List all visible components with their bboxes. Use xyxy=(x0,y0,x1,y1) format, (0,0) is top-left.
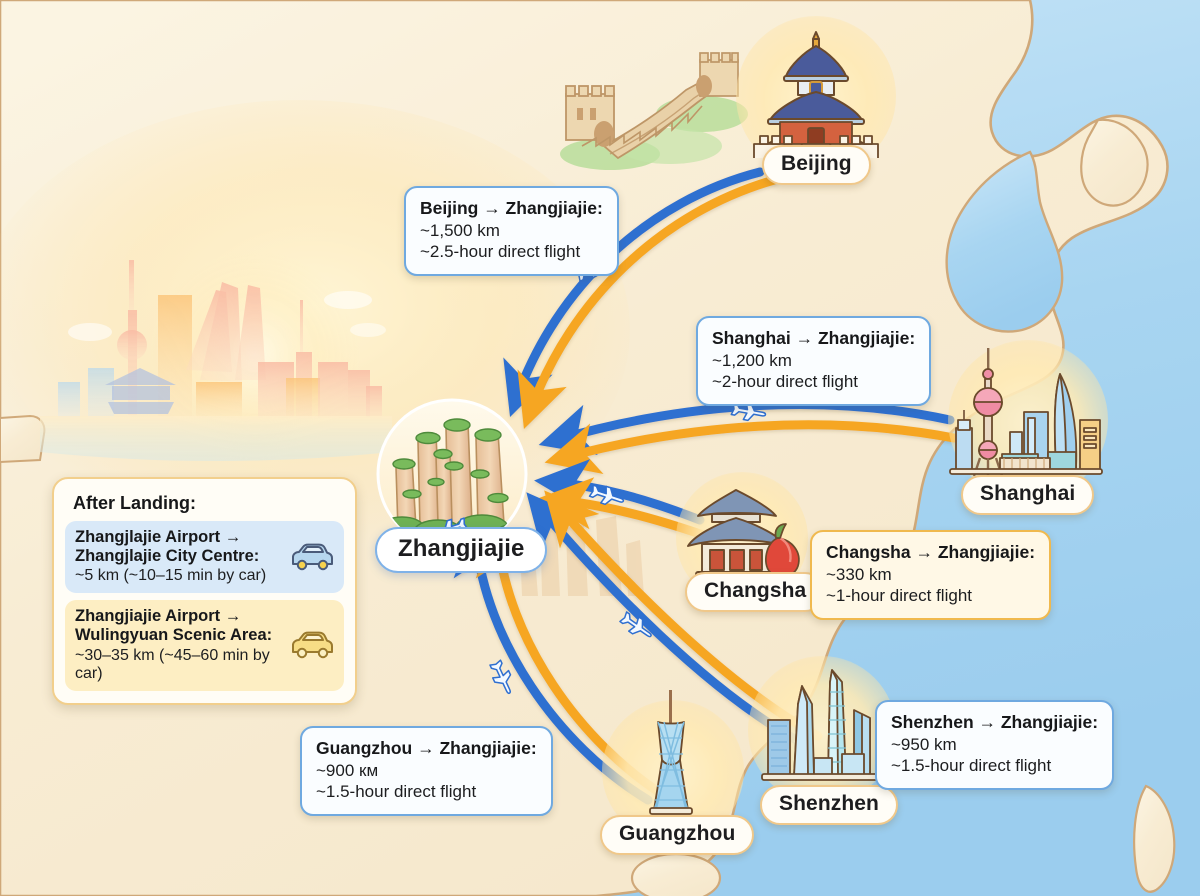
route-callout-changsha[interactable]: Changsha → Zhangjiajie: ~330 km ~1-hour … xyxy=(810,530,1052,620)
blue-car-icon xyxy=(292,543,333,571)
after-landing-heading: After Landing: xyxy=(73,493,196,513)
route-title-shenzhen: Shenzhen → Zhangjiajie: xyxy=(891,712,1099,732)
city-label-guangzhou: Guangzhou xyxy=(619,822,736,845)
route-duration-changsha: ~1-hour direct flight xyxy=(826,586,972,606)
route-callout-beijing[interactable]: Beijing → Zhangjiajie: ~1,500 km ~2.5-ho… xyxy=(404,186,619,276)
al-city-centre-line2: Zhangjlajie City Centre: xyxy=(75,547,260,566)
route-title-shanghai: Shanghai → Zhangjiajie: xyxy=(712,328,916,348)
al-city-centre-line1: Zhangjlajie Airport → xyxy=(75,528,242,546)
airplane-icon xyxy=(617,608,657,644)
route-duration-shanghai: ~2-hour direct flight xyxy=(712,372,858,392)
airplane-icon xyxy=(587,481,627,511)
route-distance-beijing: ~1,500 km xyxy=(420,221,500,241)
city-pill-shenzhen[interactable]: Shenzhen xyxy=(760,785,898,825)
route-title-guangzhou: Guangzhou → Zhangjiajie: xyxy=(316,738,537,758)
route-distance-changsha: ~330 km xyxy=(826,565,892,585)
city-label-shanghai: Shanghai xyxy=(980,482,1076,505)
city-label-shenzhen: Shenzhen xyxy=(779,792,879,815)
city-label-beijing: Beijing xyxy=(781,152,852,175)
route-duration-shenzhen: ~1.5-hour direct flight xyxy=(891,756,1052,776)
city-pill-shanghai[interactable]: Shanghai xyxy=(961,475,1095,515)
city-label-changsha: Changsha xyxy=(704,579,807,602)
after-landing-row-city-centre[interactable]: Zhangjlajie Airport → Zhangjlajie City C… xyxy=(65,521,344,594)
al-city-centre-detail: ~5 km (~10–15 min by car) xyxy=(75,567,267,585)
route-duration-guangzhou: ~1.5-hour direct flight xyxy=(316,782,477,802)
route-callout-shenzhen[interactable]: Shenzhen → Zhangjiajie: ~950 km ~1.5-hou… xyxy=(875,700,1115,790)
al-wulingyuan-line1: Zhangjiajie Airport → xyxy=(75,607,242,626)
city-pill-changsha[interactable]: Changsha xyxy=(685,572,826,612)
route-distance-guangzhou: ~900 км xyxy=(316,761,379,781)
route-callout-guangzhou[interactable]: Guangzhou → Zhangjiajie: ~900 км ~1.5-ho… xyxy=(300,726,553,816)
city-label-zhangjiajie: Zhangjiajie xyxy=(398,535,525,562)
route-callout-shanghai[interactable]: Shanghai → Zhangjiajie: ~1,200 km ~2-hou… xyxy=(696,316,932,406)
yellow-car-icon xyxy=(292,631,333,659)
airplane-icon xyxy=(486,658,519,698)
al-wulingyuan-detail: ~30–35 km (~45–60 min by car) xyxy=(75,646,270,682)
route-title-changsha: Changsha → Zhangjiajie: xyxy=(826,542,1036,562)
route-distance-shenzhen: ~950 km xyxy=(891,735,957,755)
route-title-beijing: Beijing → Zhangjiajie: xyxy=(420,198,603,218)
city-pill-zhangjiajie[interactable]: Zhangjiajie xyxy=(375,527,548,573)
city-pill-guangzhou[interactable]: Guangzhou xyxy=(600,815,755,855)
route-duration-beijing: ~2.5-hour direct flight xyxy=(420,242,581,262)
after-landing-row-wulingyuan[interactable]: Zhangjiajie Airport → Wulingyuan Scenic … xyxy=(65,600,344,691)
after-landing-panel[interactable]: After Landing: Zhangjlajie Airport → Zha… xyxy=(52,477,357,705)
route-distance-shanghai: ~1,200 km xyxy=(712,351,792,371)
al-wulingyuan-line2: Wulingyuan Scenic Area: xyxy=(75,626,273,645)
city-pill-beijing[interactable]: Beijing xyxy=(762,145,871,185)
